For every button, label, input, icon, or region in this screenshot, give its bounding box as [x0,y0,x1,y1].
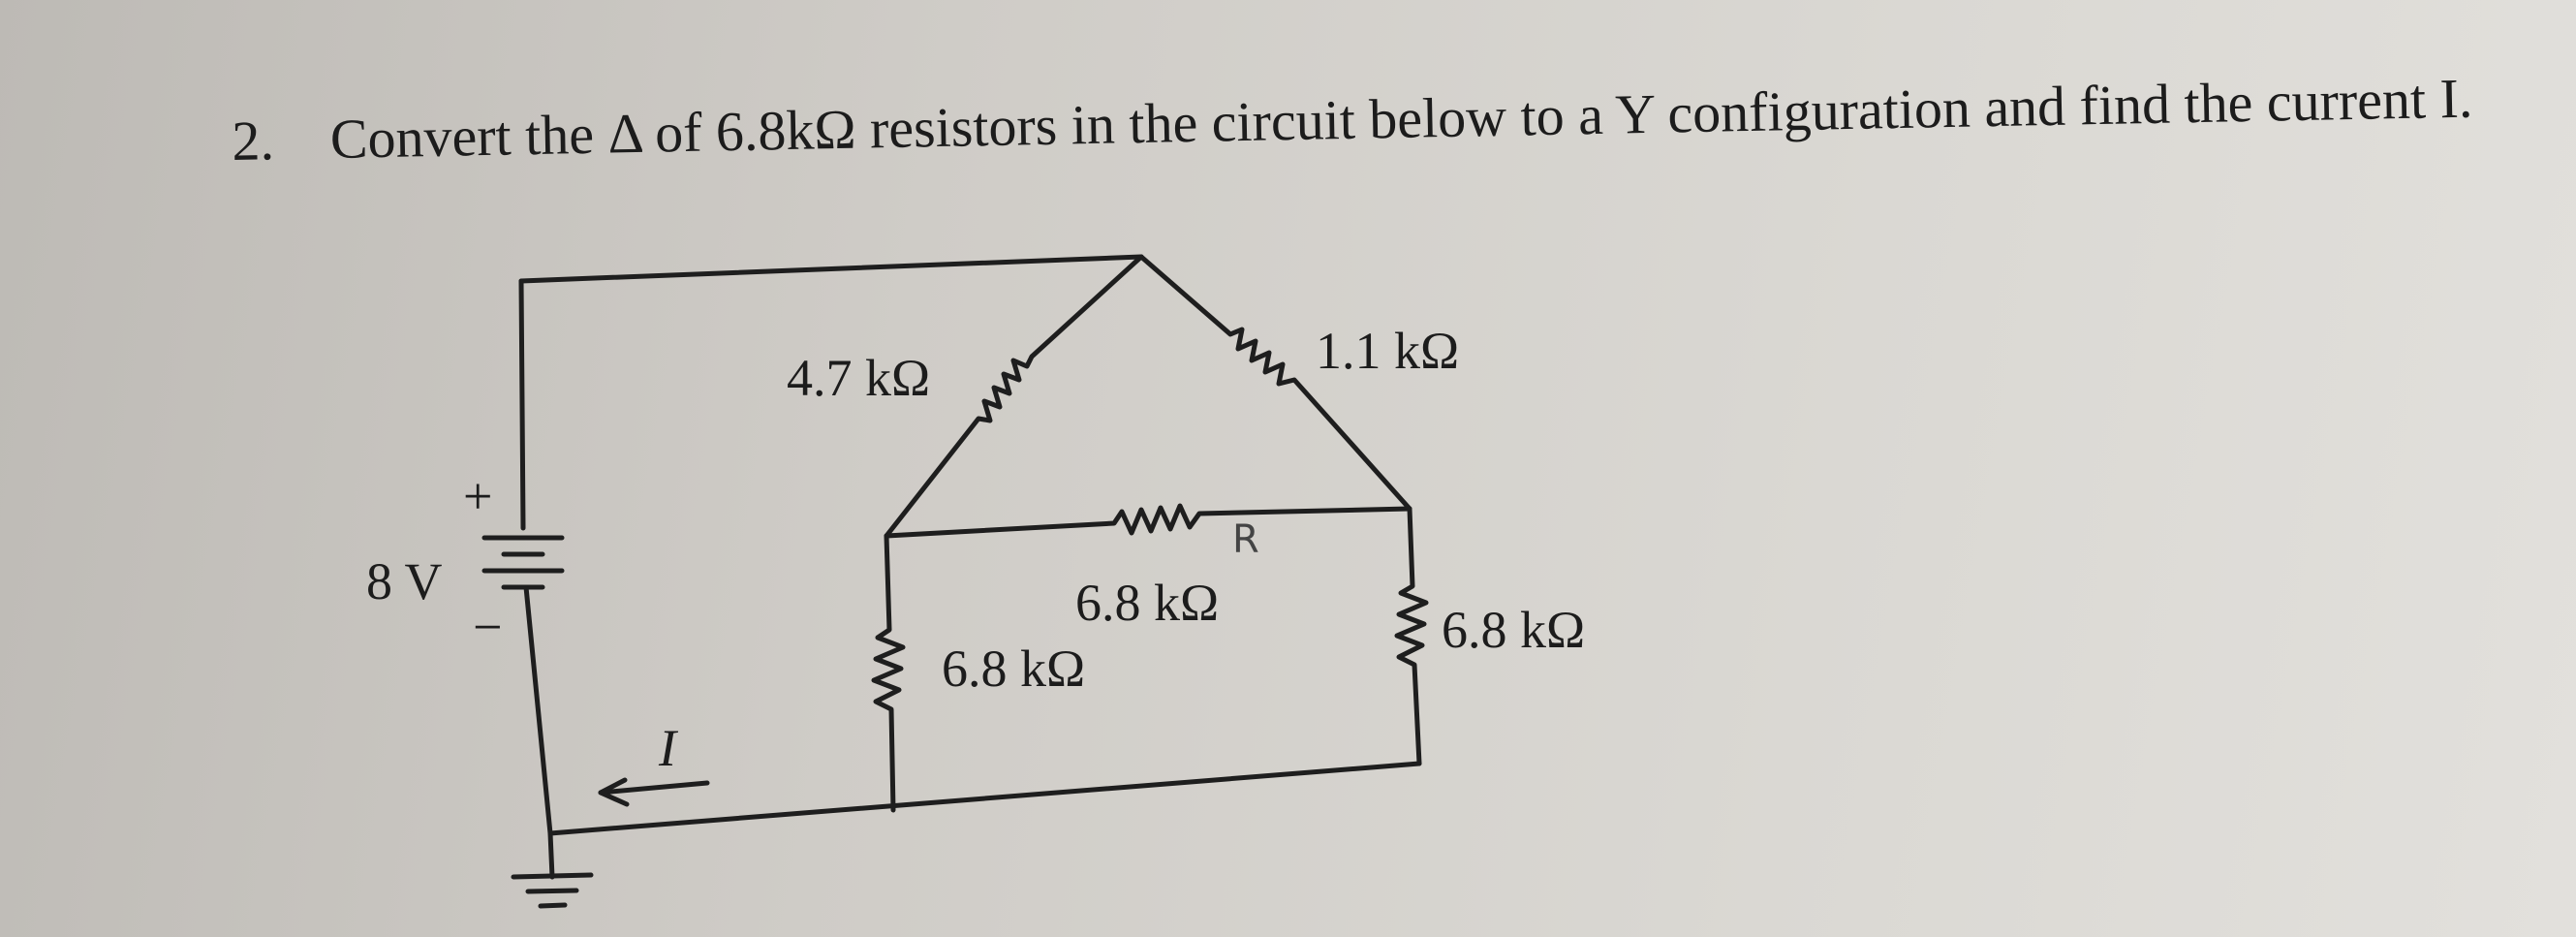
label-middle-6-8k: 6.8 kΩ [1075,574,1219,632]
battery-minus-sign: − [473,598,502,656]
battery-symbol [481,535,565,590]
resistor-4-7k [884,254,1144,539]
label-left-6-8k: 6.8 kΩ [942,640,1085,698]
resistor-1-1k [1138,254,1412,512]
top-wire [518,254,1144,284]
label-source-voltage: 8 V [366,552,443,610]
label-right-6-8k: 6.8 kΩ [1442,601,1585,659]
label-4-7k: 4.7 kΩ [787,349,930,407]
left-upper-wire [518,278,526,531]
resistor-right-6-8k [1394,506,1429,766]
battery-plus-sign: + [463,467,492,525]
label-current-i: I [658,719,679,777]
current-arrow [598,777,710,807]
handwritten-r-mark: R [1232,517,1259,562]
label-1-1k: 1.1 kΩ [1316,322,1459,380]
resistor-left-6-8k [871,533,906,813]
bottom-wire [547,761,1422,836]
resistor-middle-6-8k [884,503,1412,539]
left-lower-wire [523,584,553,836]
ground-symbol [511,830,594,909]
